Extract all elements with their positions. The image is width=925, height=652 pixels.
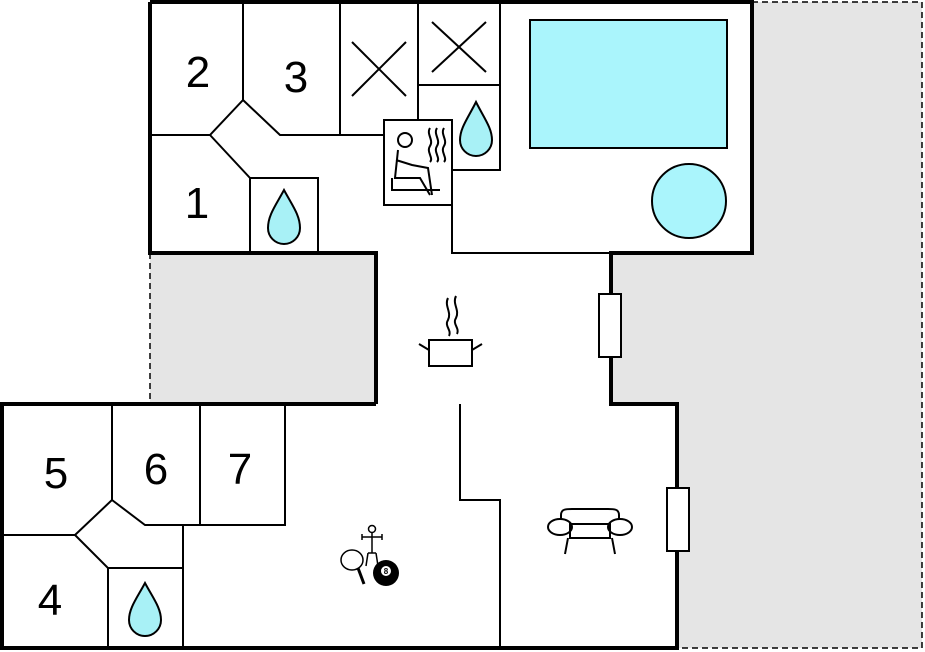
bathroom-icon — [127, 580, 163, 637]
kitchen-pot-icon — [418, 295, 483, 367]
bathroom-icon — [266, 187, 302, 245]
room-label-3: 3 — [284, 53, 308, 102]
pool — [529, 19, 728, 149]
sauna-room — [383, 119, 453, 206]
void-cross-icon — [351, 21, 487, 97]
room-label-4: 4 — [38, 576, 62, 625]
lower-building — [0, 402, 501, 650]
terrace-areas — [149, 1, 923, 649]
room-label-2: 2 — [186, 48, 210, 97]
room-label-5: 5 — [44, 449, 68, 498]
sauna-icon — [391, 127, 447, 196]
bathroom-icon — [458, 99, 494, 157]
room-label-6: 6 — [144, 445, 168, 494]
room-label-7: 7 — [228, 445, 252, 494]
window-upper — [598, 293, 622, 358]
sofa-icon — [547, 508, 633, 555]
games-icon: 8 — [340, 524, 399, 586]
room-label-1: 1 — [185, 179, 209, 228]
hot-tub — [651, 163, 727, 239]
svg-text:8: 8 — [384, 567, 389, 576]
room-labels: 2 3 1 5 6 7 4 — [38, 48, 308, 625]
window-lower — [666, 487, 690, 552]
